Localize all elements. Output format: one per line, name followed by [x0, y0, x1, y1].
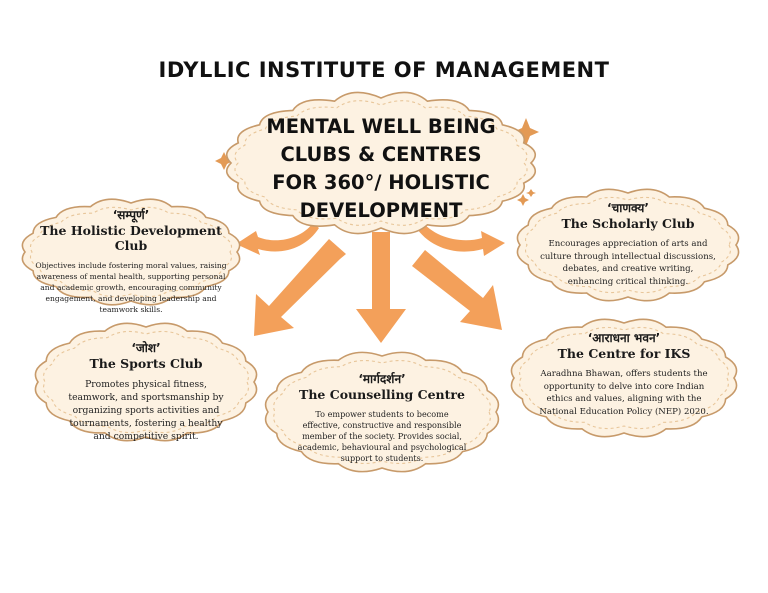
- cloud-stitch: [29, 206, 233, 298]
- sparkle-group: [215, 118, 539, 206]
- arrow-to-iks-centre: [412, 250, 502, 330]
- sparkle-icon: [215, 152, 233, 170]
- club-description: Promotes physical fitness, teamwork, and…: [68, 379, 224, 442]
- cloud-stitch: [525, 196, 731, 294]
- cloud-outline: [264, 351, 500, 473]
- center-title-line: CLUBS & CENTRES: [280, 143, 482, 166]
- club-name: The Sports Club: [89, 356, 203, 371]
- cloud-layer: [21, 91, 740, 473]
- sparkle-icon: [526, 189, 536, 197]
- center-title-line: FOR 360°/ HOLISTIC: [272, 171, 490, 194]
- club-name: The Holistic Development Club: [40, 223, 222, 253]
- club-description: Objectives include fostering moral value…: [35, 261, 227, 314]
- club-hindi-name: ‘सम्पूर्ण’: [112, 208, 150, 222]
- sparkle-icon: [517, 194, 529, 206]
- iks-cloud: [510, 318, 738, 438]
- holistic-cloud: [21, 198, 241, 306]
- cloud-stitch: [234, 100, 528, 226]
- arrow-group: [236, 220, 505, 343]
- scholarly-club: ‘चाणक्य’ The Scholarly Club Encourages a…: [528, 201, 728, 288]
- curl-arrow-left: [236, 223, 319, 255]
- club-description: To empower students to become effective,…: [297, 409, 467, 463]
- centre-for-iks: ‘आराधना भवन’ The Centre for IKS Aaradhna…: [522, 331, 726, 418]
- cloud-outline: [225, 91, 537, 235]
- center-title-line: MENTAL WELL BEING: [266, 115, 496, 138]
- curl-arrow-right: [415, 220, 505, 256]
- club-hindi-name: ‘जोश’: [131, 341, 161, 355]
- sparkle-icon: [513, 118, 539, 146]
- club-description: Encourages appreciation of arts and cult…: [540, 239, 716, 287]
- cloud-outline: [21, 198, 241, 306]
- club-hindi-name: ‘मार्गदर्शन’: [358, 372, 406, 386]
- club-hindi-name: ‘चाणक्य’: [607, 201, 649, 215]
- scholarly-cloud: [516, 188, 740, 302]
- center-title-line: DEVELOPMENT: [299, 199, 463, 222]
- center-cloud: [225, 91, 537, 235]
- cloud-outline: [510, 318, 738, 438]
- club-name: The Centre for IKS: [557, 346, 691, 361]
- holistic-development-club: ‘सम्पूर्ण’ The Holistic Development Club…: [24, 208, 238, 315]
- club-description: Aaradhna Bhawan, offers students the opp…: [539, 369, 709, 417]
- cloud-outline: [34, 322, 258, 442]
- club-name: The Scholarly Club: [561, 216, 695, 231]
- club-hindi-name: ‘आराधना भवन’: [587, 331, 661, 345]
- sports-club: ‘जोश’ The Sports Club Promotes physical …: [46, 341, 246, 443]
- arrow-to-counselling-centre: [356, 232, 406, 343]
- cloud-outline: [516, 188, 740, 302]
- arrow-to-sports-club: [254, 239, 346, 336]
- club-name: The Counselling Centre: [299, 387, 465, 402]
- counselling-centre: ‘मार्गदर्शन’ The Counselling Centre To e…: [284, 372, 480, 464]
- cloud-stitch: [519, 326, 729, 430]
- center-title: MENTAL WELL BEING CLUBS & CENTRES FOR 36…: [236, 113, 526, 225]
- sports-cloud: [34, 322, 258, 442]
- cloud-stitch: [43, 330, 249, 434]
- counselling-cloud: [264, 351, 500, 473]
- institute-title: IDYLLIC INSTITUTE OF MANAGEMENT: [158, 58, 610, 82]
